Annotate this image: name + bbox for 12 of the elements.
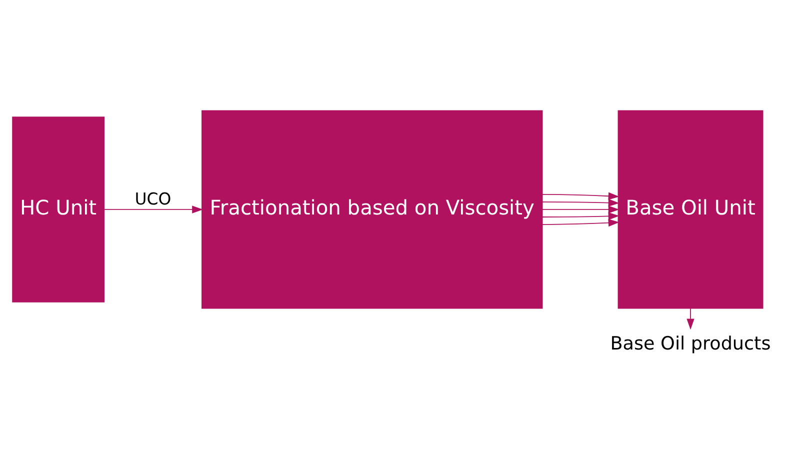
arrow xyxy=(542,198,620,207)
edge-label: UCO xyxy=(134,189,172,208)
node-text: Base Oil products xyxy=(610,333,771,354)
node-box: Base Oil Unit xyxy=(618,110,764,309)
arrow xyxy=(542,206,620,214)
arrow xyxy=(542,212,620,220)
node-box: HC Unit xyxy=(12,116,105,302)
arrow xyxy=(686,308,694,330)
arrow xyxy=(542,192,620,200)
arrow xyxy=(104,206,204,214)
node-box: Fractionation based on Viscosity xyxy=(202,110,543,309)
arrow xyxy=(542,219,620,227)
